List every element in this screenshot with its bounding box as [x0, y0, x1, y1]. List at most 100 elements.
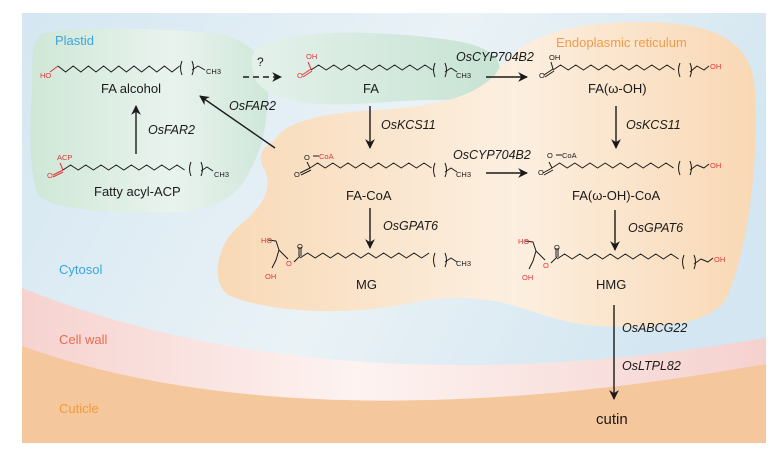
acyl-acp-carbonyl	[52, 169, 64, 178]
facoa-bond-o	[306, 155, 319, 169]
hmg-carbonyl-o: O	[554, 243, 560, 252]
enzyme-label-osltpl82: OsLTPL82	[622, 359, 681, 373]
cytosol-label: Cytosol	[59, 262, 102, 277]
fawohcoa-bracket-left	[678, 160, 681, 176]
hmg-chain	[556, 253, 679, 260]
acyl-acp-bond-acp	[59, 162, 64, 171]
facoa-tail	[444, 167, 458, 173]
fawoh-oh-top: OH	[549, 53, 560, 62]
cell-wall-label: Cell wall	[59, 332, 108, 347]
mg-bracket-left	[433, 252, 436, 268]
facoa-carbonyl	[299, 167, 312, 176]
fawoh-oh-tail: OH	[710, 62, 721, 71]
fawohcoa-chain	[551, 162, 674, 169]
mg-carbonyl-o: O	[297, 242, 303, 251]
compound-fa-w-oh: FA(ω-OH)	[588, 81, 647, 96]
compound-cutin: cutin	[596, 411, 628, 428]
fa-ch3: CH3	[456, 71, 471, 80]
fawohcoa-oh-tail: OH	[710, 161, 721, 170]
compound-fa: FA	[363, 81, 379, 96]
mg-chain	[299, 252, 430, 259]
fa-bracket-left	[433, 62, 436, 78]
enzyme-label-osfar2-diagonal: OsFAR2	[229, 99, 276, 113]
facoa-bracket-left	[433, 162, 436, 178]
facoa-ch3: CH3	[456, 170, 471, 179]
mg-ho: HO	[261, 236, 272, 245]
acyl-acp-bracket-left	[189, 161, 192, 177]
fa-alcohol-chain	[57, 65, 180, 73]
fawohcoa-bracket-right	[689, 160, 692, 176]
mg-bracket-right	[444, 252, 447, 268]
plastid-label: Plastid	[55, 33, 94, 48]
fa-plastid-region	[251, 32, 500, 105]
mg-ch3: CH3	[456, 259, 471, 268]
fawoh-o: O	[539, 71, 545, 80]
facoa-o: O	[294, 170, 300, 179]
fawoh-tail	[689, 65, 710, 73]
fa-oh-bond	[307, 61, 312, 70]
acyl-acp-acp: ACP	[57, 153, 72, 162]
fa-chain	[310, 64, 433, 71]
hmg-ester-carbonyl	[550, 248, 559, 264]
enzyme-label-oscyp704b2-mid: OsCYP704B2	[453, 148, 531, 162]
facoa-bracket-right	[444, 162, 447, 178]
fawoh-bracket-right	[689, 62, 692, 78]
molecule-structures	[49, 60, 714, 270]
compartment-backgrounds	[22, 13, 766, 443]
fa-alcohol-tail	[191, 65, 206, 71]
mg-ester-o: O	[286, 259, 292, 268]
fawohcoa-coa: CoA	[562, 151, 577, 160]
enzyme-label-question: ?	[257, 55, 264, 69]
hmg-bracket-left	[682, 254, 685, 270]
fa-alcohol-bracket-left	[180, 60, 183, 76]
acyl-acp-o: O	[47, 171, 53, 180]
acyl-acp-ch3: CH3	[214, 170, 229, 179]
hmg-ester-bond	[535, 250, 546, 261]
fawohcoa-o: O	[538, 168, 544, 177]
enzyme-label-oskcs11-right: OsKCS11	[626, 118, 681, 132]
fawohcoa-tail	[689, 163, 710, 171]
compound-hmg: HMG	[596, 277, 626, 292]
enzyme-label-osfar2-vertical: OsFAR2	[148, 123, 195, 137]
er-region	[217, 22, 756, 327]
fawoh-chain	[552, 64, 675, 71]
mg-tail	[444, 257, 458, 263]
facoa-coa: CoA	[319, 152, 334, 161]
mg-ester-carbonyl	[293, 247, 302, 263]
hmg-tail	[693, 257, 714, 265]
fawohcoa-bond-o	[548, 154, 562, 169]
fa-alcohol-ch3: CH3	[206, 67, 221, 76]
cuticle-label: Cuticle	[59, 401, 99, 416]
mg-ester-bond	[278, 249, 289, 260]
fa-alcohol-ho-bond	[49, 65, 59, 73]
fawoh-oh-bond	[550, 61, 554, 70]
fa-oh: OH	[306, 52, 317, 61]
hmg-oh-tail: OH	[714, 255, 725, 264]
enzyme-label-osabcg22: OsABCG22	[622, 321, 687, 335]
acyl-acp-tail	[200, 166, 214, 172]
fa-bracket-right	[444, 62, 447, 78]
hmg-ester-o: O	[543, 261, 549, 270]
facoa-chain	[309, 162, 432, 169]
er-label: Endoplasmic reticulum	[556, 35, 687, 50]
acyl-acp-chain	[62, 164, 185, 171]
enzyme-label-osgpat6-right: OsGPAT6	[628, 221, 683, 235]
fawoh-carbonyl	[543, 68, 555, 78]
acyl-acp-bracket-right	[200, 161, 203, 177]
compound-fatty-acyl-acp: Fatty acyl-ACP	[94, 184, 181, 199]
atom-labels: HO CH3 ACP O CH3 OH O CH3 O CoA O CH3 HO…	[40, 52, 725, 282]
hmg-bracket-right	[693, 254, 696, 270]
arrow-facoa-to-alcohol	[199, 95, 276, 149]
fa-alcohol-ho: HO	[40, 71, 51, 80]
fawohcoa-carbonyl	[542, 167, 554, 176]
enzyme-label-oskcs11-left: OsKCS11	[381, 118, 436, 132]
mg-oh: OH	[265, 272, 276, 281]
plastid-region	[30, 28, 269, 213]
hmg-ho: HO	[518, 237, 529, 246]
enzyme-label-osgpat6-left: OsGPAT6	[383, 219, 438, 233]
reaction-arrows	[131, 72, 621, 400]
compound-fa-coa: FA-CoA	[346, 188, 392, 203]
facoa-o-top: O	[304, 153, 310, 162]
fawohcoa-o-top: O	[547, 151, 553, 160]
